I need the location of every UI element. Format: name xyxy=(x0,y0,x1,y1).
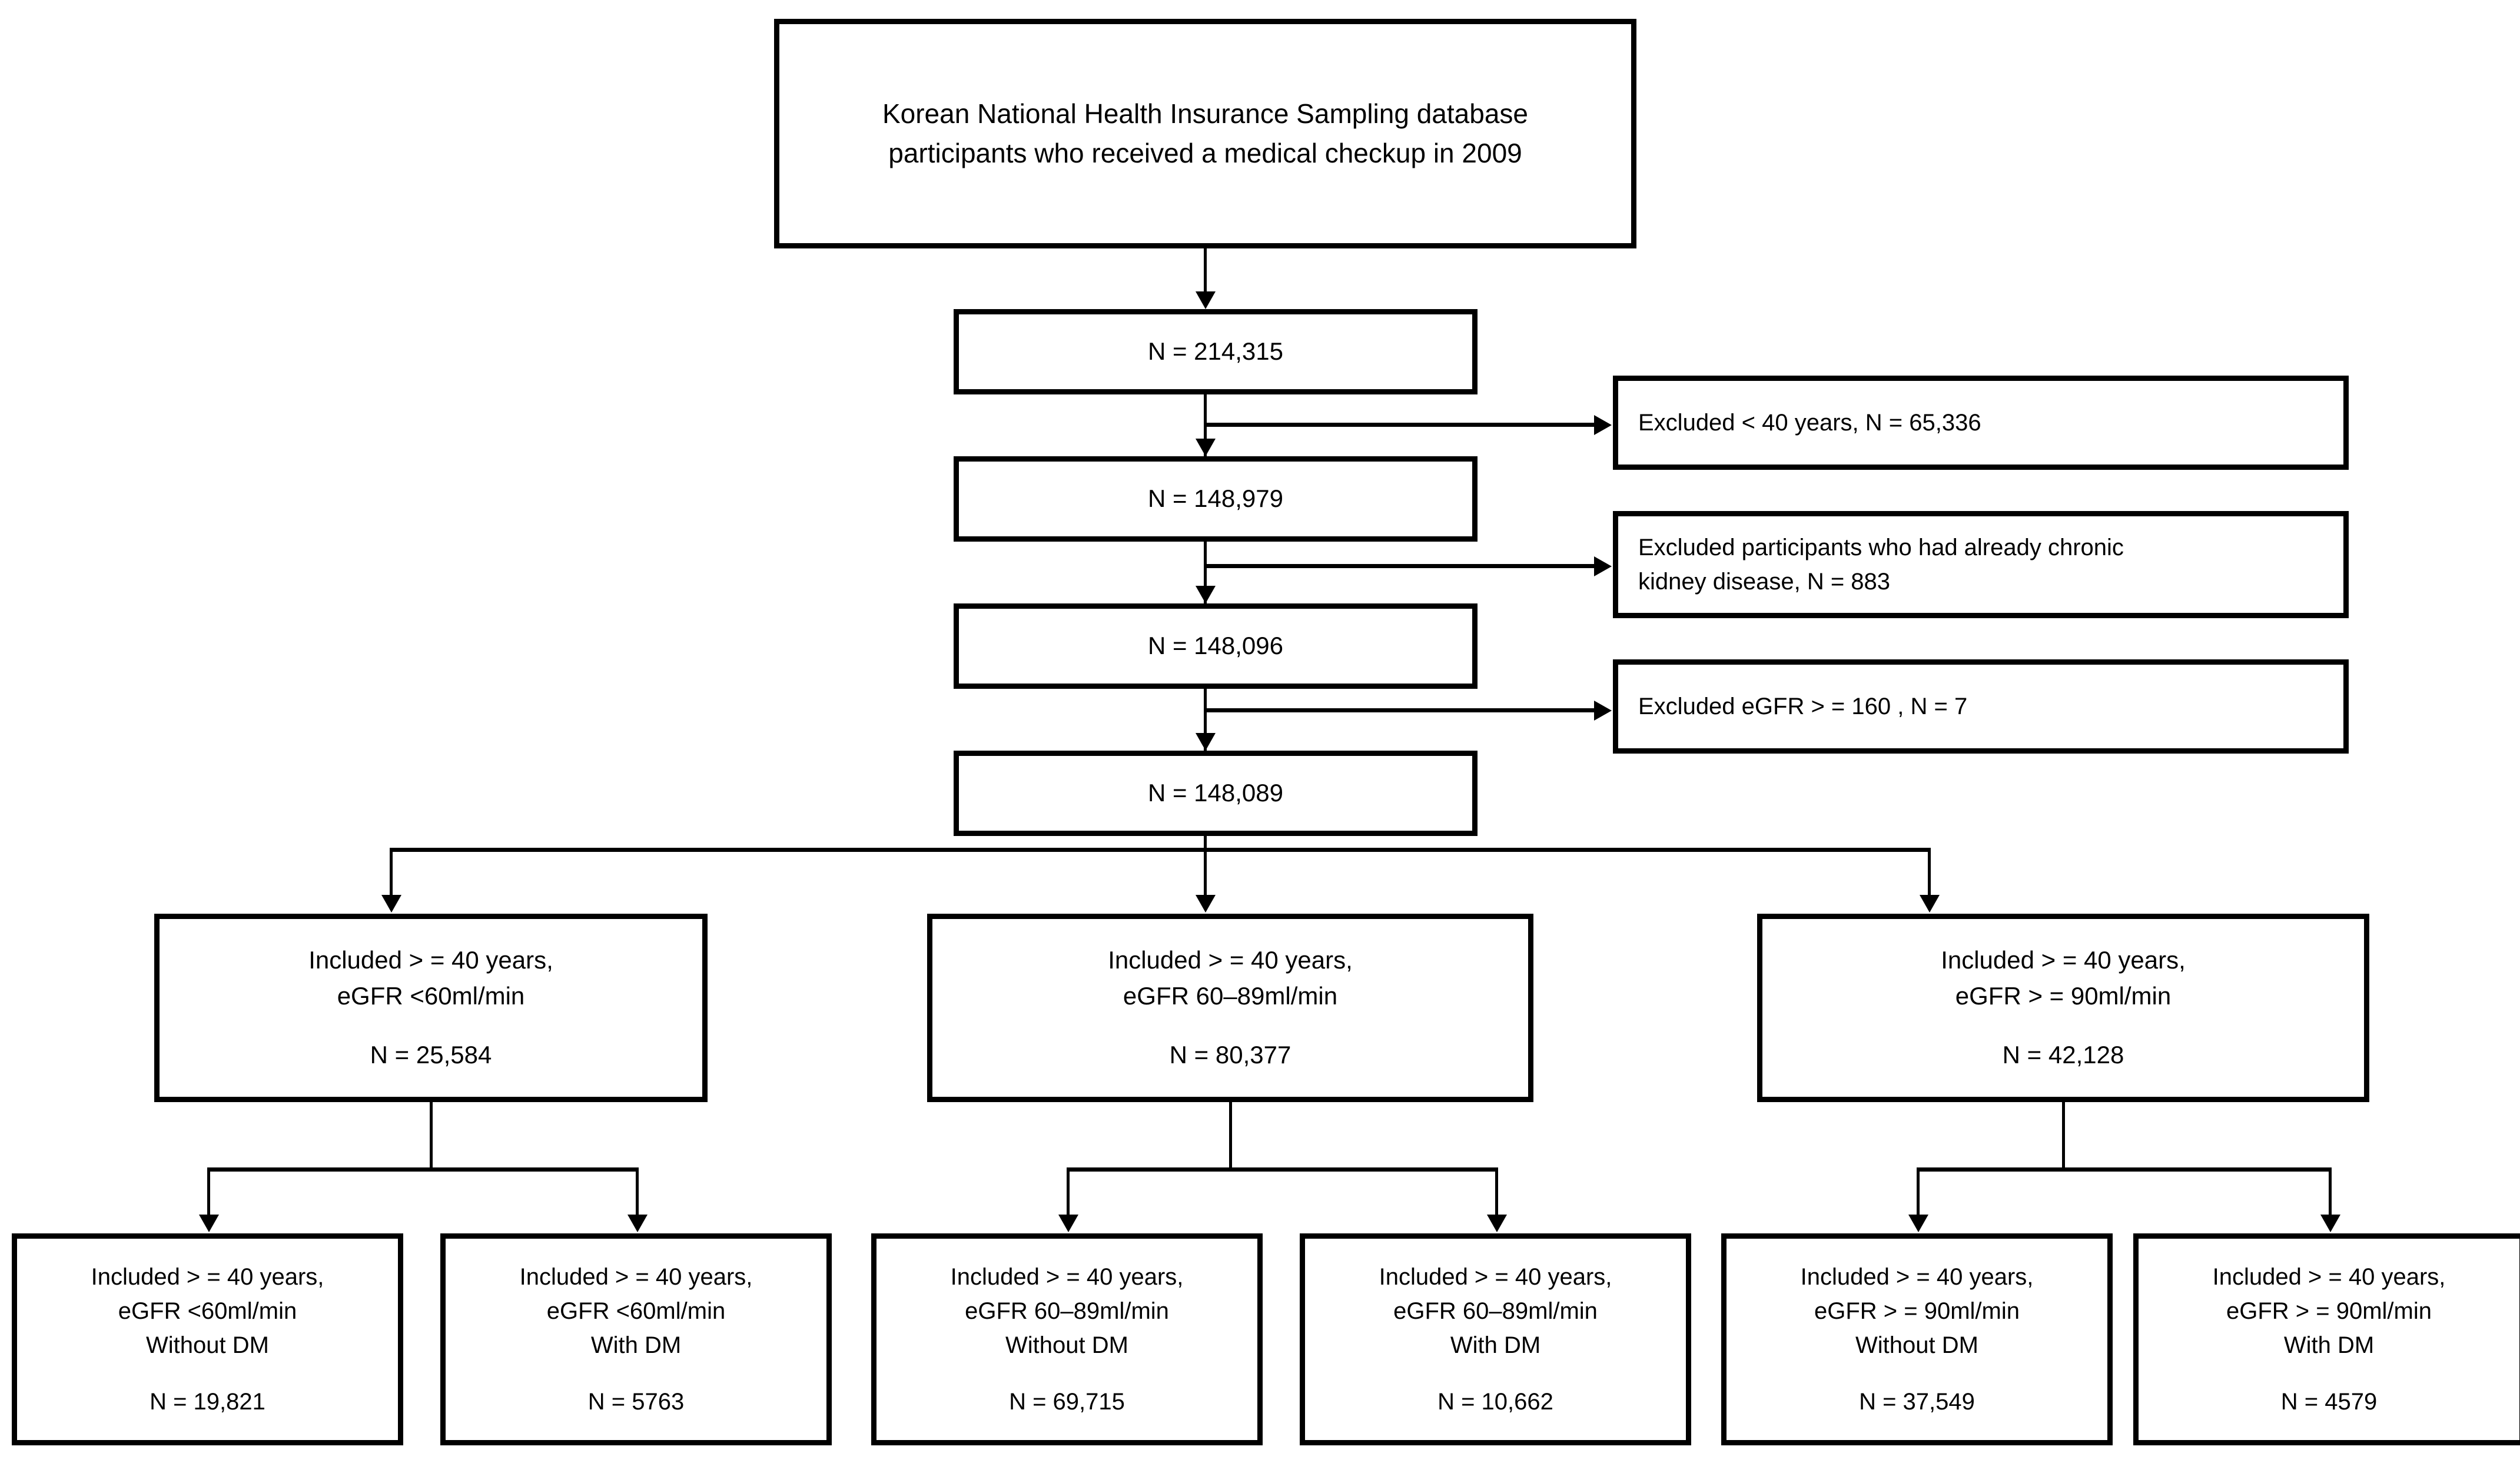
connector-split-stem xyxy=(1204,836,1207,851)
node-age-filtered-count: N = 148,979 xyxy=(954,456,1478,542)
source-line-2: participants who received a medical chec… xyxy=(888,138,1522,168)
node-leaf-gte90-with-dm: Included > = 40 years, eGFR > = 90ml/min… xyxy=(2133,1233,2520,1445)
arrowhead-split-left xyxy=(381,895,401,913)
leaf-4-line-2: eGFR 60–89ml/min xyxy=(1393,1298,1598,1324)
leaf-5-count: N = 37,549 xyxy=(1859,1389,1975,1415)
arrowhead-age-filtered-to-ckd-filtered xyxy=(1196,586,1216,603)
group-2-count: N = 80,377 xyxy=(1169,1041,1291,1069)
leaf-3-line-1: Included > = 40 years, xyxy=(950,1264,1184,1290)
connector-group3-bus xyxy=(1917,1167,2332,1172)
leaf-6-line-1: Included > = 40 years, xyxy=(2212,1264,2446,1290)
connector-group3-stem xyxy=(2062,1102,2065,1170)
connector-age-filtered-to-ckd-filtered xyxy=(1204,542,1207,603)
leaf-4-count: N = 10,662 xyxy=(1437,1389,1553,1415)
arrowhead-source-to-total xyxy=(1196,291,1216,309)
node-source-database: Korean National Health Insurance Samplin… xyxy=(774,19,1636,248)
group-1-line-2: eGFR <60ml/min xyxy=(337,981,525,1010)
leaf-1-line-3: Without DM xyxy=(146,1332,269,1358)
arrowhead-exclusion-ckd xyxy=(1594,556,1612,576)
leaf-3-line-2: eGFR 60–89ml/min xyxy=(965,1298,1169,1324)
leaf-5-line-2: eGFR > = 90ml/min xyxy=(1814,1298,2020,1324)
connector-split-middle xyxy=(1204,848,1207,900)
group-1-count: N = 25,584 xyxy=(370,1041,492,1069)
arrowhead-exclusion-age xyxy=(1594,415,1612,435)
leaf-2-line-2: eGFR <60ml/min xyxy=(546,1298,726,1324)
group-3-count: N = 42,128 xyxy=(2002,1041,2124,1069)
connector-group1-bus xyxy=(207,1167,639,1172)
leaf-4-line-3: With DM xyxy=(1450,1332,1541,1358)
connector-exclusion-egfr xyxy=(1204,708,1607,712)
leaf-5-line-1: Included > = 40 years, xyxy=(1800,1264,2034,1290)
connector-split-bus xyxy=(390,848,1931,852)
leaf-2-line-1: Included > = 40 years, xyxy=(519,1264,753,1290)
node-ckd-filtered-count: N = 148,096 xyxy=(954,603,1478,689)
age-filtered-count-value: N = 148,979 xyxy=(1147,485,1283,513)
node-group-egfr-lt60: Included > = 40 years, eGFR <60ml/min N … xyxy=(154,914,708,1102)
node-total-count: N = 214,315 xyxy=(954,309,1478,394)
exclusion-ckd-line-1: Excluded participants who had already ch… xyxy=(1638,535,2124,560)
node-group-egfr-60-89: Included > = 40 years, eGFR 60–89ml/min … xyxy=(927,914,1533,1102)
connector-split-left xyxy=(390,848,393,900)
exclusion-age-line-1: Excluded < 40 years, N = 65,336 xyxy=(1638,410,1981,436)
connector-group2-stem xyxy=(1229,1102,1232,1170)
arrowhead-split-right xyxy=(1920,895,1940,913)
connector-group1-stem xyxy=(430,1102,433,1170)
connector-ckd-filtered-to-egfr-filtered xyxy=(1204,689,1207,751)
leaf-4-line-1: Included > = 40 years, xyxy=(1379,1264,1612,1290)
node-exclusion-age: Excluded < 40 years, N = 65,336 xyxy=(1613,376,2349,470)
node-leaf-gte90-without-dm: Included > = 40 years, eGFR > = 90ml/min… xyxy=(1721,1233,2113,1445)
arrowhead-group1-left xyxy=(199,1215,219,1232)
leaf-6-line-2: eGFR > = 90ml/min xyxy=(2226,1298,2432,1324)
connector-exclusion-ckd xyxy=(1204,564,1607,568)
node-group-egfr-gte90: Included > = 40 years, eGFR > = 90ml/min… xyxy=(1757,914,2369,1102)
ckd-filtered-count-value: N = 148,096 xyxy=(1147,632,1283,660)
leaf-1-count: N = 19,821 xyxy=(150,1389,265,1415)
node-leaf-lt60-without-dm: Included > = 40 years, eGFR <60ml/min Wi… xyxy=(12,1233,403,1445)
group-2-line-2: eGFR 60–89ml/min xyxy=(1123,981,1338,1010)
connector-group1-left xyxy=(207,1167,210,1219)
connector-split-right xyxy=(1928,848,1931,900)
arrowhead-total-to-age-filtered xyxy=(1196,439,1216,456)
egfr-filtered-count-value: N = 148,089 xyxy=(1147,779,1283,807)
group-3-line-1: Included > = 40 years, xyxy=(1941,946,2186,974)
connector-group2-left xyxy=(1067,1167,1070,1219)
total-count-value: N = 214,315 xyxy=(1147,337,1283,366)
node-exclusion-egfr: Excluded eGFR > = 160 , N = 7 xyxy=(1613,659,2349,754)
arrowhead-exclusion-egfr xyxy=(1594,701,1612,721)
arrowhead-group2-right xyxy=(1487,1215,1507,1232)
node-egfr-filtered-count: N = 148,089 xyxy=(954,751,1478,836)
arrowhead-ckd-filtered-to-egfr-filtered xyxy=(1196,733,1216,751)
node-leaf-lt60-with-dm: Included > = 40 years, eGFR <60ml/min Wi… xyxy=(440,1233,832,1445)
leaf-2-count: N = 5763 xyxy=(587,1389,685,1415)
leaf-6-count: N = 4579 xyxy=(2280,1389,2378,1415)
source-line-1: Korean National Health Insurance Samplin… xyxy=(882,98,1529,130)
leaf-5-line-3: Without DM xyxy=(1855,1332,1978,1358)
connector-exclusion-age xyxy=(1204,423,1607,427)
leaf-2-line-3: With DM xyxy=(590,1332,682,1358)
connector-group2-bus xyxy=(1067,1167,1498,1172)
leaf-6-line-3: With DM xyxy=(2283,1332,2375,1358)
connector-group3-right xyxy=(2329,1167,2332,1219)
arrowhead-group3-right xyxy=(2320,1215,2340,1232)
connector-source-to-total xyxy=(1204,248,1207,296)
group-2-line-1: Included > = 40 years, xyxy=(1108,946,1353,974)
arrowhead-group2-left xyxy=(1058,1215,1078,1232)
leaf-1-line-2: eGFR <60ml/min xyxy=(118,1298,297,1324)
exclusion-egfr-line-1: Excluded eGFR > = 160 , N = 7 xyxy=(1638,694,1968,719)
leaf-3-count: N = 69,715 xyxy=(1009,1389,1125,1415)
node-leaf-60-89-with-dm: Included > = 40 years, eGFR 60–89ml/min … xyxy=(1300,1233,1691,1445)
connector-group1-right xyxy=(636,1167,639,1219)
group-1-line-1: Included > = 40 years, xyxy=(308,946,553,974)
group-3-line-2: eGFR > = 90ml/min xyxy=(1955,981,2172,1010)
leaf-1-line-1: Included > = 40 years, xyxy=(91,1264,324,1290)
arrowhead-group1-right xyxy=(627,1215,648,1232)
exclusion-ckd-line-2: kidney disease, N = 883 xyxy=(1638,569,1891,595)
node-leaf-60-89-without-dm: Included > = 40 years, eGFR 60–89ml/min … xyxy=(871,1233,1263,1445)
leaf-3-line-3: Without DM xyxy=(1005,1332,1128,1358)
arrowhead-group3-left xyxy=(1908,1215,1928,1232)
connector-group2-right xyxy=(1495,1167,1498,1219)
connector-group3-left xyxy=(1917,1167,1920,1219)
node-exclusion-ckd: Excluded participants who had already ch… xyxy=(1613,511,2349,618)
arrowhead-split-middle xyxy=(1196,895,1216,913)
